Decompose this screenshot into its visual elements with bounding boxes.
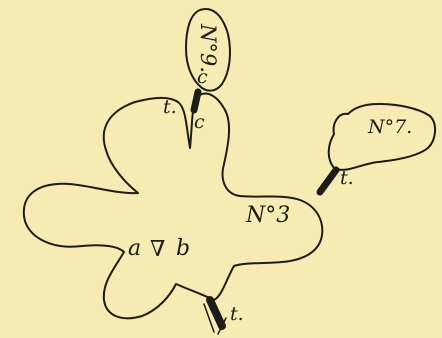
connector-label-upper: c [197,66,208,88]
connector-label-lower: c [194,111,205,133]
tube-top [194,92,198,110]
tube-bottom [210,300,222,326]
cell-7-label: N°7. [367,116,412,138]
gate-a-label: a [128,236,141,261]
gate-symbol: ∇ [150,237,165,262]
tube-right-label: t. [340,167,354,189]
main-cell-label: N°3 [245,203,290,228]
tube-top-label: t. [163,96,177,118]
tube-right [320,170,336,192]
tube-bottom-label: t. [230,303,244,325]
gate-b-label: b [176,236,190,261]
